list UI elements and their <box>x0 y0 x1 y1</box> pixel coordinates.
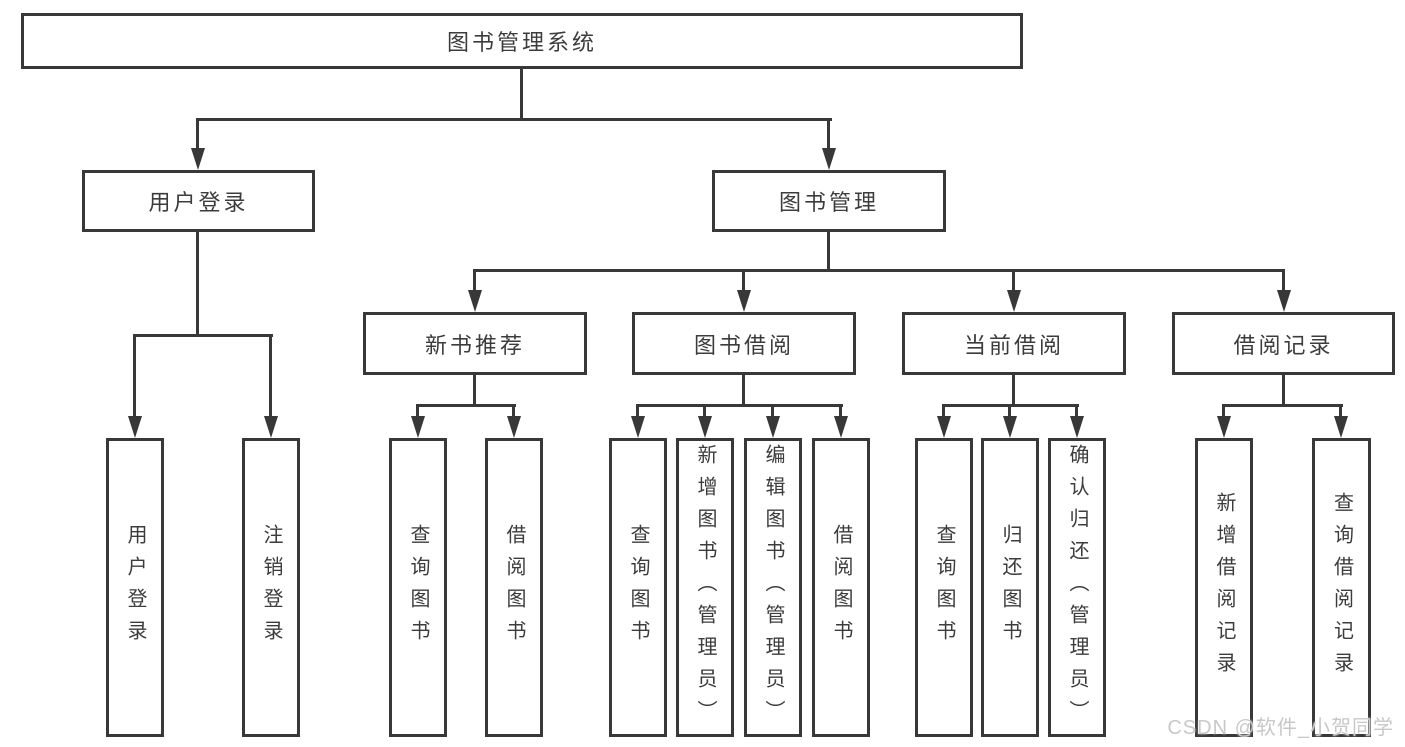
leaf-nb-borrow-book: 借阅图书 <box>485 438 543 737</box>
connector-line <box>1075 404 1078 418</box>
connector-line <box>416 404 419 418</box>
leaf-bb-add-book: 新增图书（管理员） <box>676 438 734 737</box>
arrow-down-icon <box>411 416 425 438</box>
arrow-down-icon <box>1334 416 1348 438</box>
leaf-bb-borrow-book: 借阅图书 <box>812 438 870 737</box>
arrow-down-icon <box>1003 416 1017 438</box>
arrow-down-icon <box>264 416 278 438</box>
leaf-nb-query-book: 查询图书 <box>389 438 447 737</box>
arrow-down-icon <box>937 416 951 438</box>
connector-line <box>1012 375 1015 406</box>
arrow-down-icon <box>468 290 482 312</box>
leaf-bb-query-book: 查询图书 <box>609 438 667 737</box>
leaf-logout: 注销登录 <box>242 438 300 737</box>
node-current-borrow: 当前借阅 <box>902 312 1126 375</box>
arrow-down-icon <box>1217 416 1231 438</box>
leaf-br-query-record: 查询借阅记录 <box>1312 438 1371 737</box>
connector-line <box>1012 269 1015 293</box>
arrow-down-icon <box>1007 290 1021 312</box>
arrow-down-icon <box>507 416 521 438</box>
connector-line <box>269 334 272 418</box>
connector-line <box>196 118 199 151</box>
connector-line <box>771 404 774 418</box>
arrow-down-icon <box>1070 416 1084 438</box>
connector-line <box>416 404 516 407</box>
connector-line <box>473 375 476 406</box>
connector-line <box>1282 375 1285 406</box>
connector-line <box>703 404 706 418</box>
connector-line <box>1282 269 1285 293</box>
connector-line <box>742 269 745 293</box>
connector-line <box>636 404 639 418</box>
connector-line <box>839 404 842 418</box>
connector-line <box>133 334 273 337</box>
connector-line <box>636 404 843 407</box>
node-root-system: 图书管理系统 <box>21 13 1023 69</box>
node-new-book-recommend: 新书推荐 <box>363 312 587 375</box>
connector-line <box>1339 404 1342 418</box>
connector-line <box>196 232 199 336</box>
arrow-down-icon <box>737 290 751 312</box>
leaf-bb-edit-book: 编辑图书（管理员） <box>744 438 802 737</box>
connector-line <box>473 269 1285 272</box>
connector-line <box>512 404 515 418</box>
csdn-watermark: CSDN @软件_小贺同学 <box>1167 717 1394 739</box>
leaf-user-login: 用户登录 <box>106 438 164 737</box>
node-user-login: 用户登录 <box>82 170 315 232</box>
node-book-borrow: 图书借阅 <box>632 312 856 375</box>
connector-line <box>520 67 523 120</box>
connector-line <box>942 404 945 418</box>
leaf-cb-query-book: 查询图书 <box>915 438 973 737</box>
connector-line <box>133 334 136 418</box>
connector-line <box>1222 404 1343 407</box>
connector-line <box>196 118 832 121</box>
node-book-management: 图书管理 <box>712 170 946 232</box>
leaf-cb-return-book: 归还图书 <box>981 438 1039 737</box>
connector-line <box>1008 404 1011 418</box>
arrow-down-icon <box>1277 290 1291 312</box>
connector-line <box>827 232 830 272</box>
arrow-down-icon <box>631 416 645 438</box>
arrow-down-icon <box>698 416 712 438</box>
connector-line <box>742 375 745 406</box>
leaf-br-add-record: 新增借阅记录 <box>1195 438 1253 737</box>
connector-line <box>827 118 830 151</box>
arrow-down-icon <box>834 416 848 438</box>
arrow-down-icon <box>128 416 142 438</box>
leaf-cb-confirm-return: 确认归还（管理员） <box>1048 438 1106 737</box>
node-borrow-record: 借阅记录 <box>1172 312 1395 375</box>
connector-line <box>473 269 476 293</box>
arrow-down-icon <box>191 148 205 170</box>
arrow-down-icon <box>822 148 836 170</box>
arrow-down-icon <box>766 416 780 438</box>
connector-line <box>1222 404 1225 418</box>
